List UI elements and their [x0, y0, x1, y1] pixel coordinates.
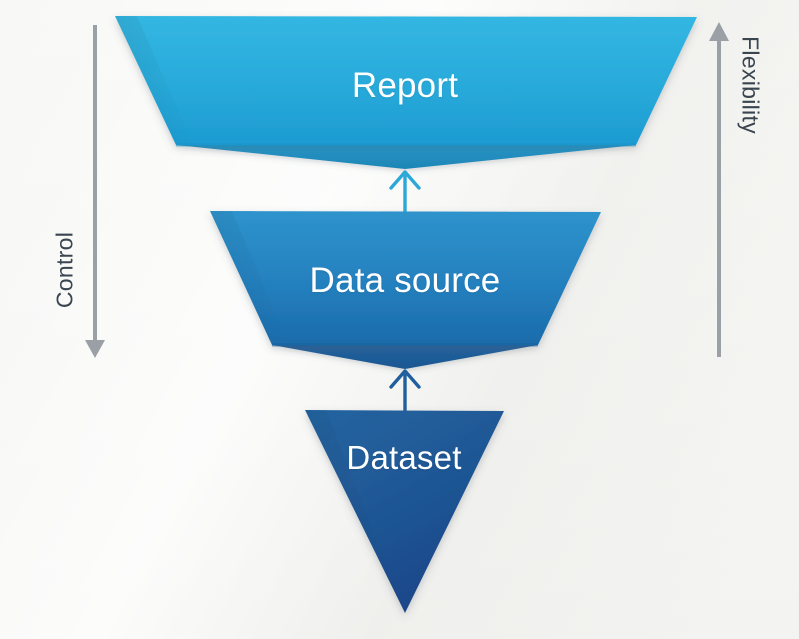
stage-dataset-body[interactable]	[305, 410, 504, 613]
stage-report-bottom-edge	[176, 143, 636, 147]
stage-label-report: Report	[351, 66, 459, 105]
axis-label-control: Control	[51, 231, 78, 309]
stage-label-data-source: Data source	[309, 261, 501, 300]
stage-dataset-left-bevel	[305, 410, 405, 613]
stage-data-source-body[interactable]	[210, 211, 601, 345]
axis-label-flexibility: Flexibility	[737, 36, 764, 134]
connector-dataset-to-data-source	[389, 369, 421, 412]
stage-report-left-bevel	[115, 16, 193, 145]
arrow-up-icon	[389, 369, 421, 389]
control-axis	[85, 25, 105, 358]
stage-label-dataset: Dataset	[346, 439, 462, 476]
arrow-up-icon	[709, 22, 729, 41]
stage-data-source-bottom-edge	[272, 343, 538, 347]
stage-dataset[interactable]	[305, 410, 504, 613]
flexibility-axis	[709, 22, 729, 357]
stage-report[interactable]	[115, 16, 697, 169]
stage-report-body[interactable]	[115, 16, 697, 145]
stage-data-source-shadow-face	[272, 345, 538, 369]
arrow-down-icon	[85, 340, 105, 358]
arrow-up-icon	[389, 170, 421, 190]
connector-data-source-to-report	[389, 170, 421, 213]
stage-report-shadow-face	[176, 145, 636, 169]
stage-data-source-left-bevel	[210, 211, 289, 345]
stage-data-source[interactable]	[210, 211, 601, 369]
